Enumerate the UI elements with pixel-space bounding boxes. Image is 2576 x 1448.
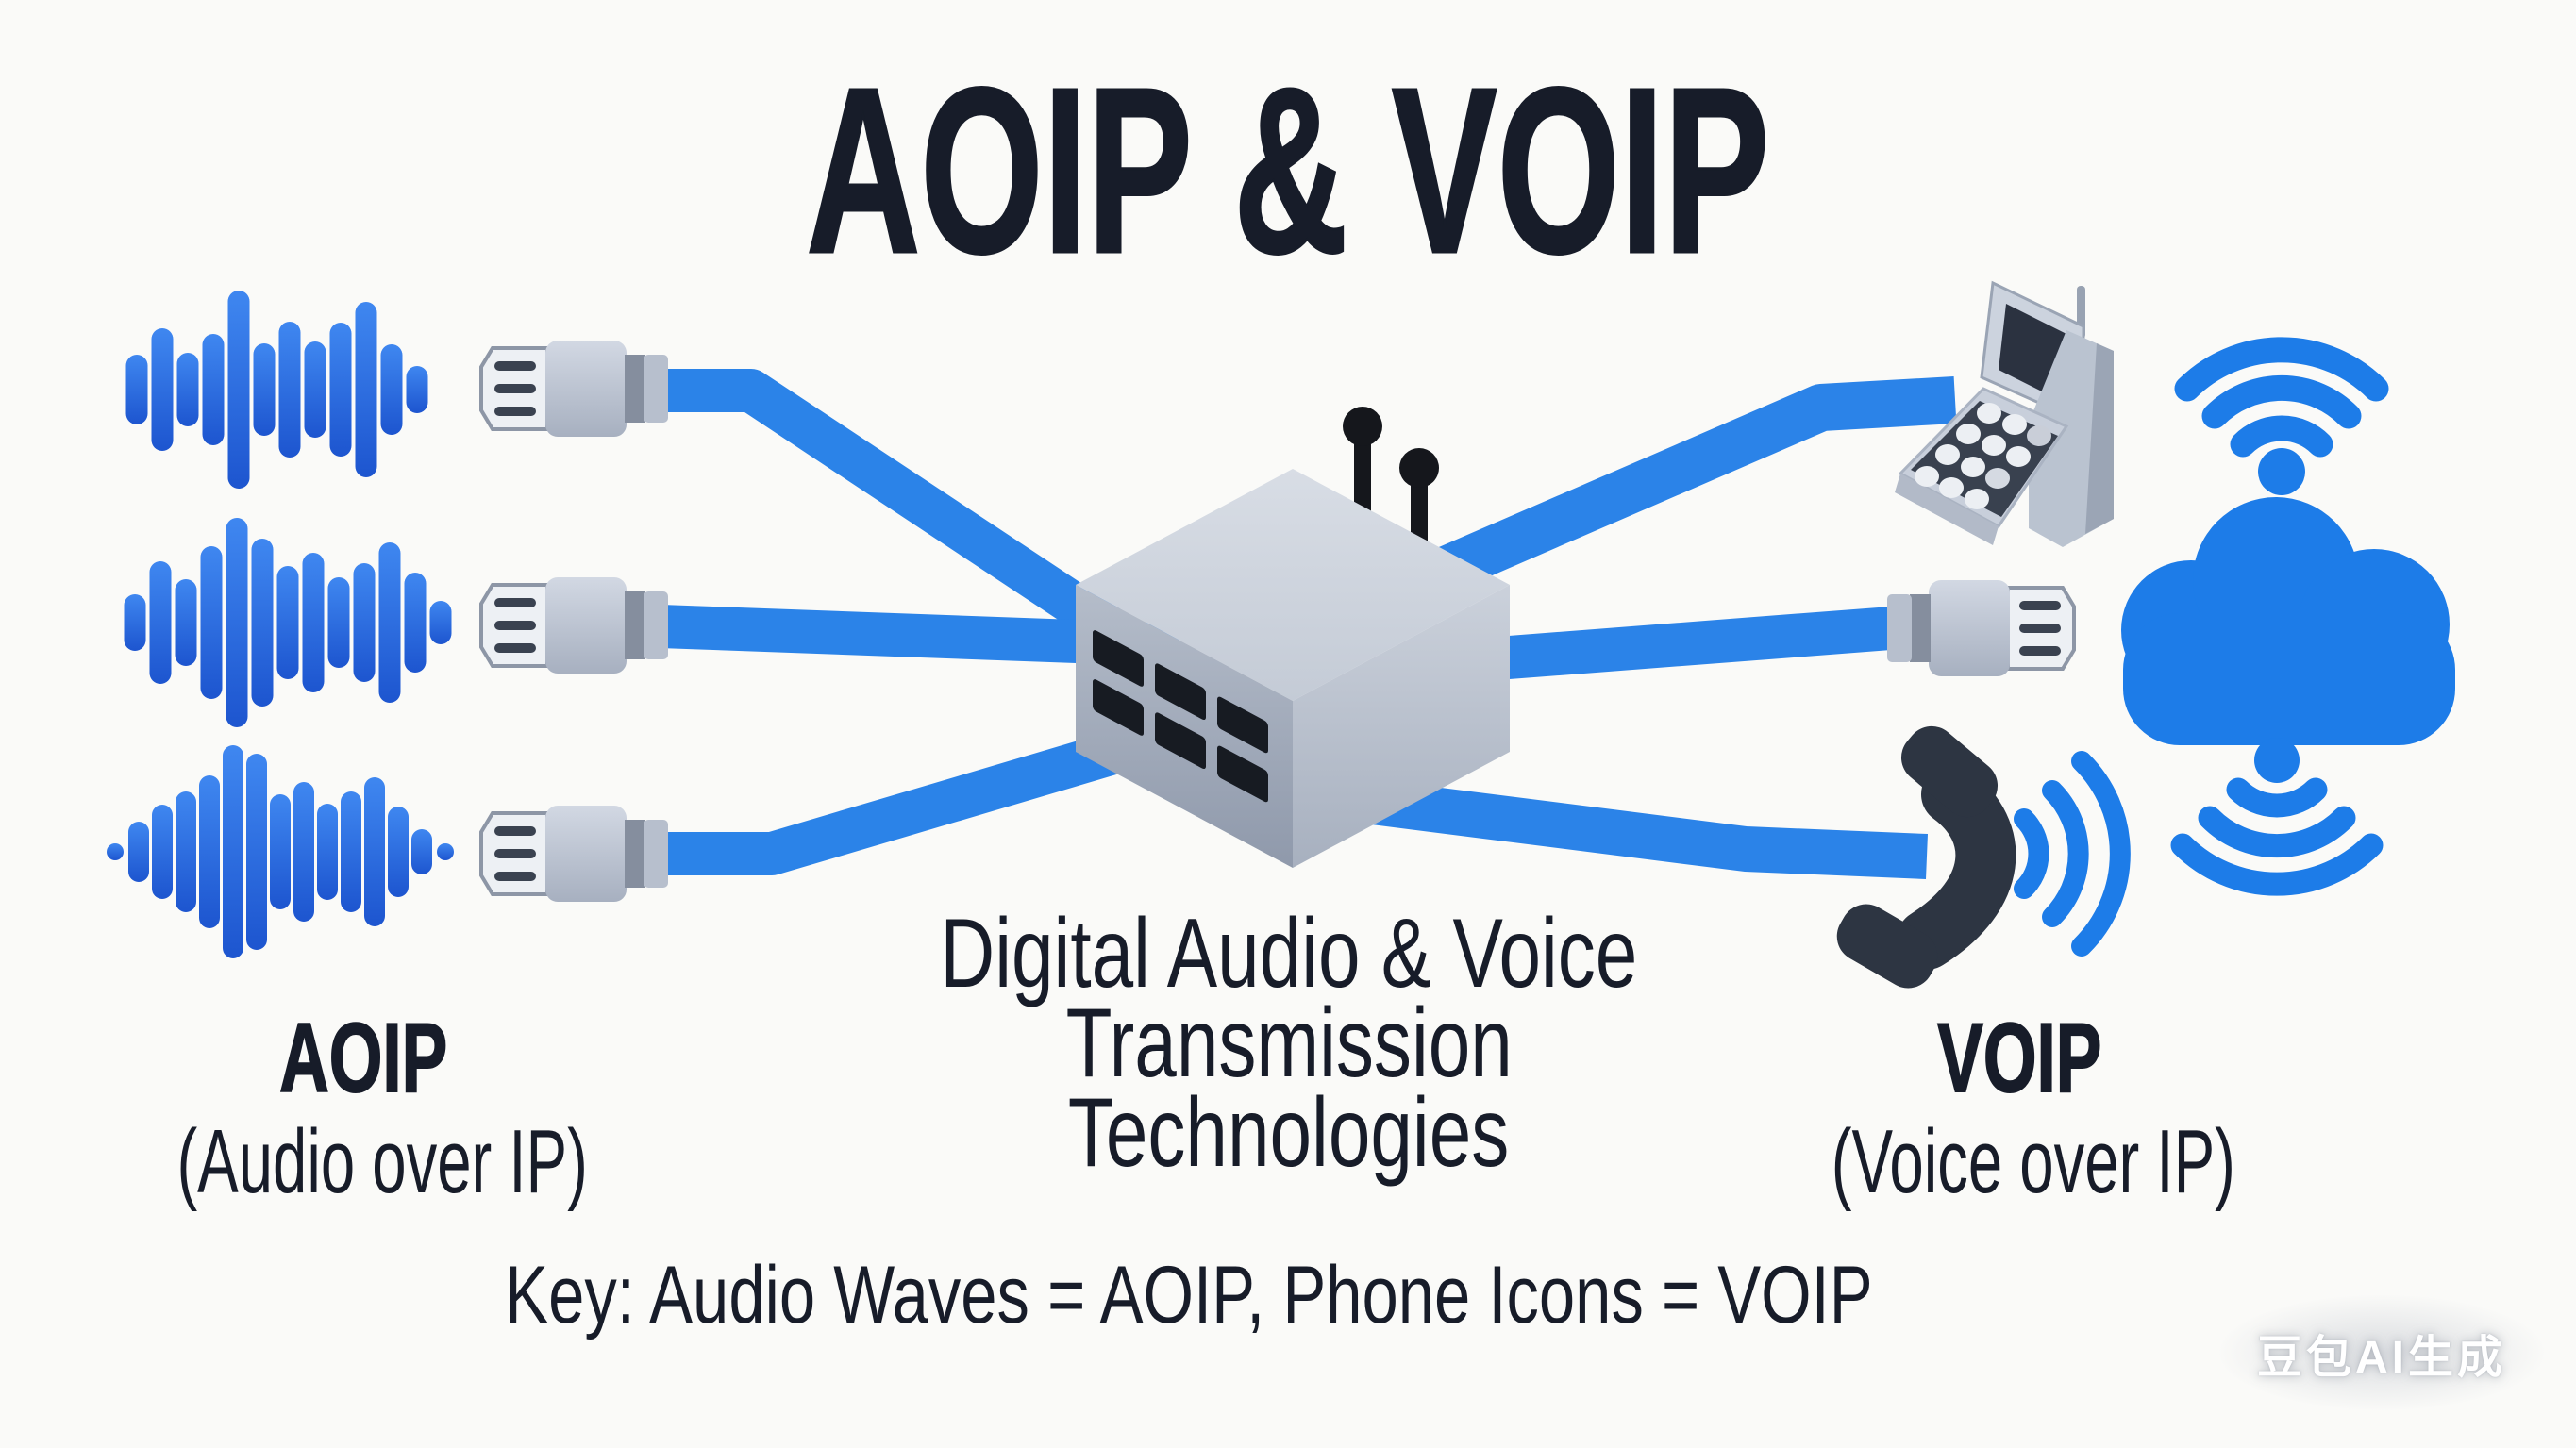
antenna-icons bbox=[1343, 407, 1439, 579]
center-caption: Digital Audio & Voice Transmission Techn… bbox=[628, 899, 1949, 1188]
voip-abbr: VOIP bbox=[1936, 1004, 2101, 1113]
title-text: AOIP & VOIP bbox=[806, 39, 1771, 302]
sound-waves-icon bbox=[2014, 751, 2131, 957]
phone-keys bbox=[1915, 403, 2051, 509]
watermark-text: 豆包AI生成 bbox=[2256, 1333, 2506, 1383]
key-legend-text: Key: Audio Waves = AOIP, Phone Icons = V… bbox=[505, 1250, 1873, 1340]
network-switch-icon bbox=[1076, 407, 1510, 868]
voip-full: (Voice over IP) bbox=[1831, 1111, 2235, 1212]
wifi-icon bbox=[2174, 337, 2389, 495]
voip-label: VOIP (Voice over IP) bbox=[1736, 1004, 2302, 1212]
key-legend: Key: Audio Waves = AOIP, Phone Icons = V… bbox=[0, 1255, 2378, 1336]
phone-handset-icon bbox=[1836, 725, 2016, 989]
network-cables bbox=[660, 369, 1957, 879]
cloud-icon bbox=[2121, 497, 2455, 745]
audio-wave-icon-1 bbox=[125, 291, 428, 489]
cable-aoip-3 bbox=[661, 707, 1203, 875]
audio-wave-icon-2 bbox=[124, 518, 452, 727]
aoip-full: (Audio over IP) bbox=[176, 1111, 588, 1212]
ethernet-connector-icon-1 bbox=[479, 339, 670, 439]
switch-ports bbox=[1093, 630, 1268, 803]
caption-line-3: Technologies bbox=[1068, 1078, 1510, 1188]
cable-voip-phone bbox=[1406, 376, 1957, 605]
wifi-signal-down-icon bbox=[2170, 738, 2384, 896]
ethernet-connector-icon-right bbox=[1885, 578, 2076, 678]
cable-voip-ethernet bbox=[1470, 607, 1893, 682]
ethernet-connector-icon-2 bbox=[479, 575, 670, 675]
audio-wave-icon-3 bbox=[107, 745, 454, 958]
aoip-label: AOIP (Audio over IP) bbox=[80, 1004, 646, 1212]
watermark-badge: 豆包AI生成 bbox=[2218, 1295, 2544, 1410]
cable-aoip-1 bbox=[661, 369, 1182, 687]
caption-line-1: Digital Audio & Voice bbox=[940, 899, 1638, 1008]
page-title: AOIP & VOIP bbox=[0, 39, 2576, 302]
aoip-abbr: AOIP bbox=[278, 1004, 447, 1113]
desk-phone-icon bbox=[1895, 280, 2114, 547]
ethernet-connector-icon-3 bbox=[479, 804, 670, 904]
cable-voip-handset bbox=[1331, 774, 1928, 879]
caption-line-2: Transmission bbox=[1065, 989, 1513, 1098]
